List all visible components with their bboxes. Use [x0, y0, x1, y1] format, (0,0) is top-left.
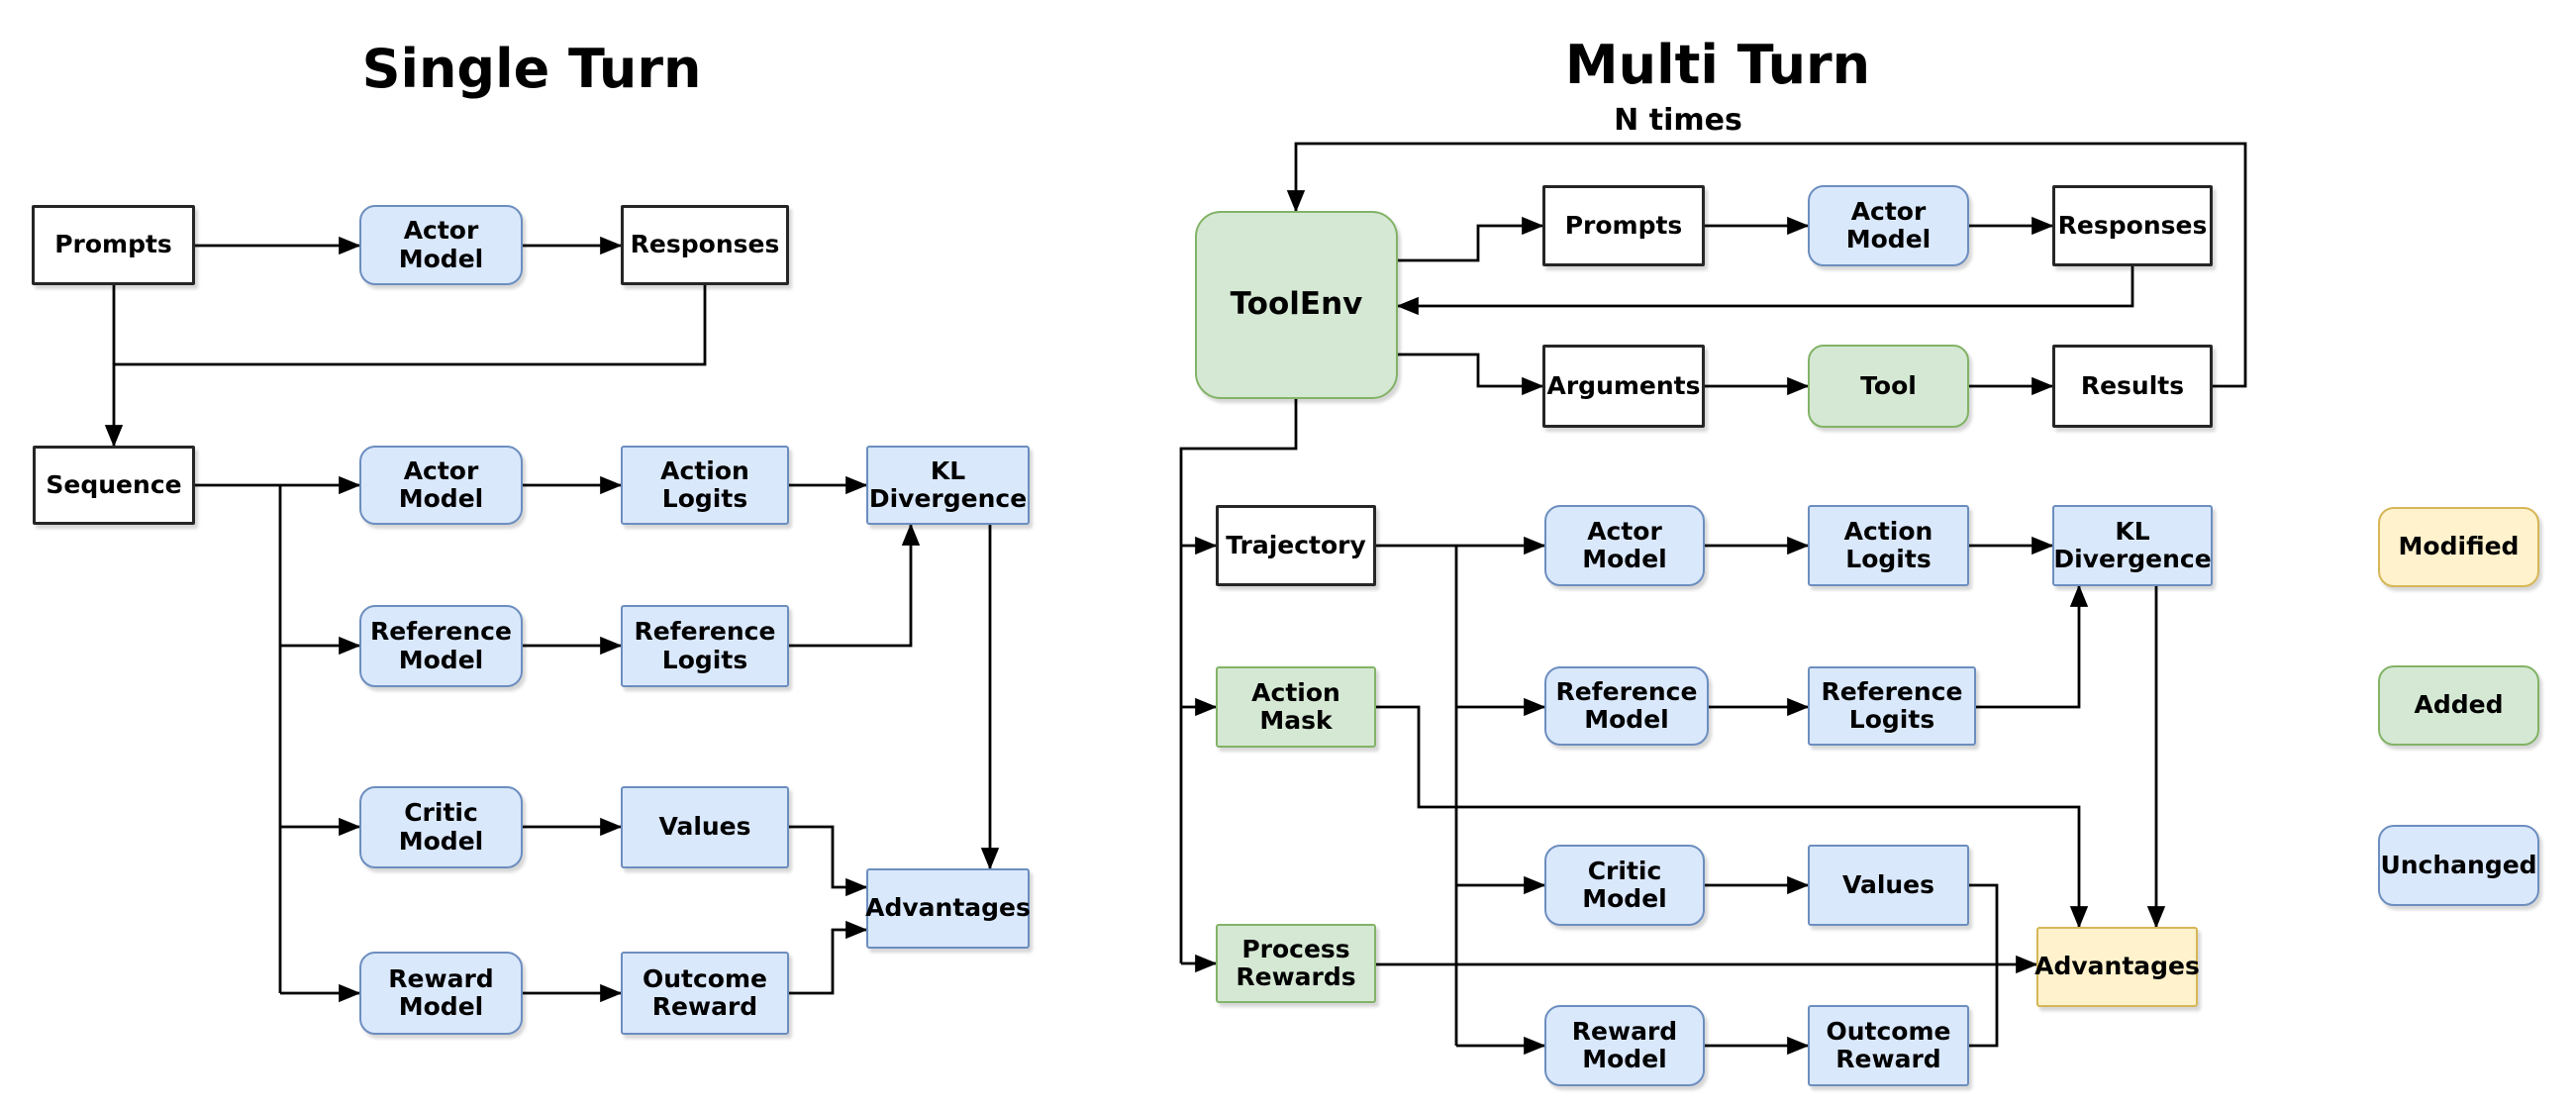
node-single-actor-model-top: Actor Model — [359, 205, 523, 285]
node-multi-tool: Tool — [1808, 345, 1969, 428]
node-single-sequence: Sequence — [33, 446, 195, 525]
node-single-prompts: Prompts — [32, 205, 195, 285]
node-multi-responses: Responses — [2052, 185, 2213, 266]
node-single-action-logits: Action Logits — [621, 446, 789, 525]
node-single-kl-divergence: KL Divergence — [866, 446, 1030, 525]
node-multi-results: Results — [2052, 345, 2213, 428]
node-multi-kl-divergence: KL Divergence — [2052, 505, 2213, 586]
node-single-values: Values — [621, 786, 789, 868]
node-single-critic-model: Critic Model — [359, 786, 523, 868]
n-times-label: N times — [1614, 103, 1742, 138]
node-single-responses: Responses — [621, 205, 789, 285]
node-single-advantages: Advantages — [865, 868, 1031, 949]
node-single-reward-model: Reward Model — [359, 952, 523, 1035]
node-multi-reference-model: Reference Model — [1544, 666, 1709, 746]
node-multi-action-mask: Action Mask — [1216, 666, 1376, 748]
node-multi-values: Values — [1808, 845, 1969, 926]
legend-unchanged: Unchanged — [2378, 825, 2539, 906]
node-multi-action-logits: Action Logits — [1808, 505, 1969, 586]
node-multi-actor-model-top: Actor Model — [1808, 185, 1969, 266]
node-single-reference-logits: Reference Logits — [621, 605, 789, 687]
node-multi-outcome-reward: Outcome Reward — [1808, 1005, 1969, 1086]
node-multi-tool-env: ToolEnv — [1195, 211, 1398, 399]
legend-added: Added — [2378, 665, 2539, 746]
node-multi-reward-model: Reward Model — [1544, 1005, 1705, 1086]
node-single-outcome-reward: Outcome Reward — [621, 952, 789, 1035]
node-single-actor-model: Actor Model — [359, 446, 523, 525]
node-multi-actor-model: Actor Model — [1544, 505, 1705, 586]
single-turn-title: Single Turn — [361, 38, 702, 100]
legend-modified: Modified — [2378, 507, 2539, 587]
node-multi-reference-logits: Reference Logits — [1808, 666, 1976, 746]
node-multi-critic-model: Critic Model — [1544, 845, 1705, 926]
multi-turn-title: Multi Turn — [1564, 34, 1871, 96]
node-multi-arguments: Arguments — [1542, 345, 1705, 428]
node-multi-process-rewards: Process Rewards — [1216, 924, 1376, 1003]
node-single-reference-model: Reference Model — [359, 605, 523, 687]
node-multi-trajectory: Trajectory — [1216, 505, 1376, 586]
node-multi-advantages: Advantages — [2034, 927, 2200, 1007]
node-multi-prompts: Prompts — [1542, 185, 1705, 266]
